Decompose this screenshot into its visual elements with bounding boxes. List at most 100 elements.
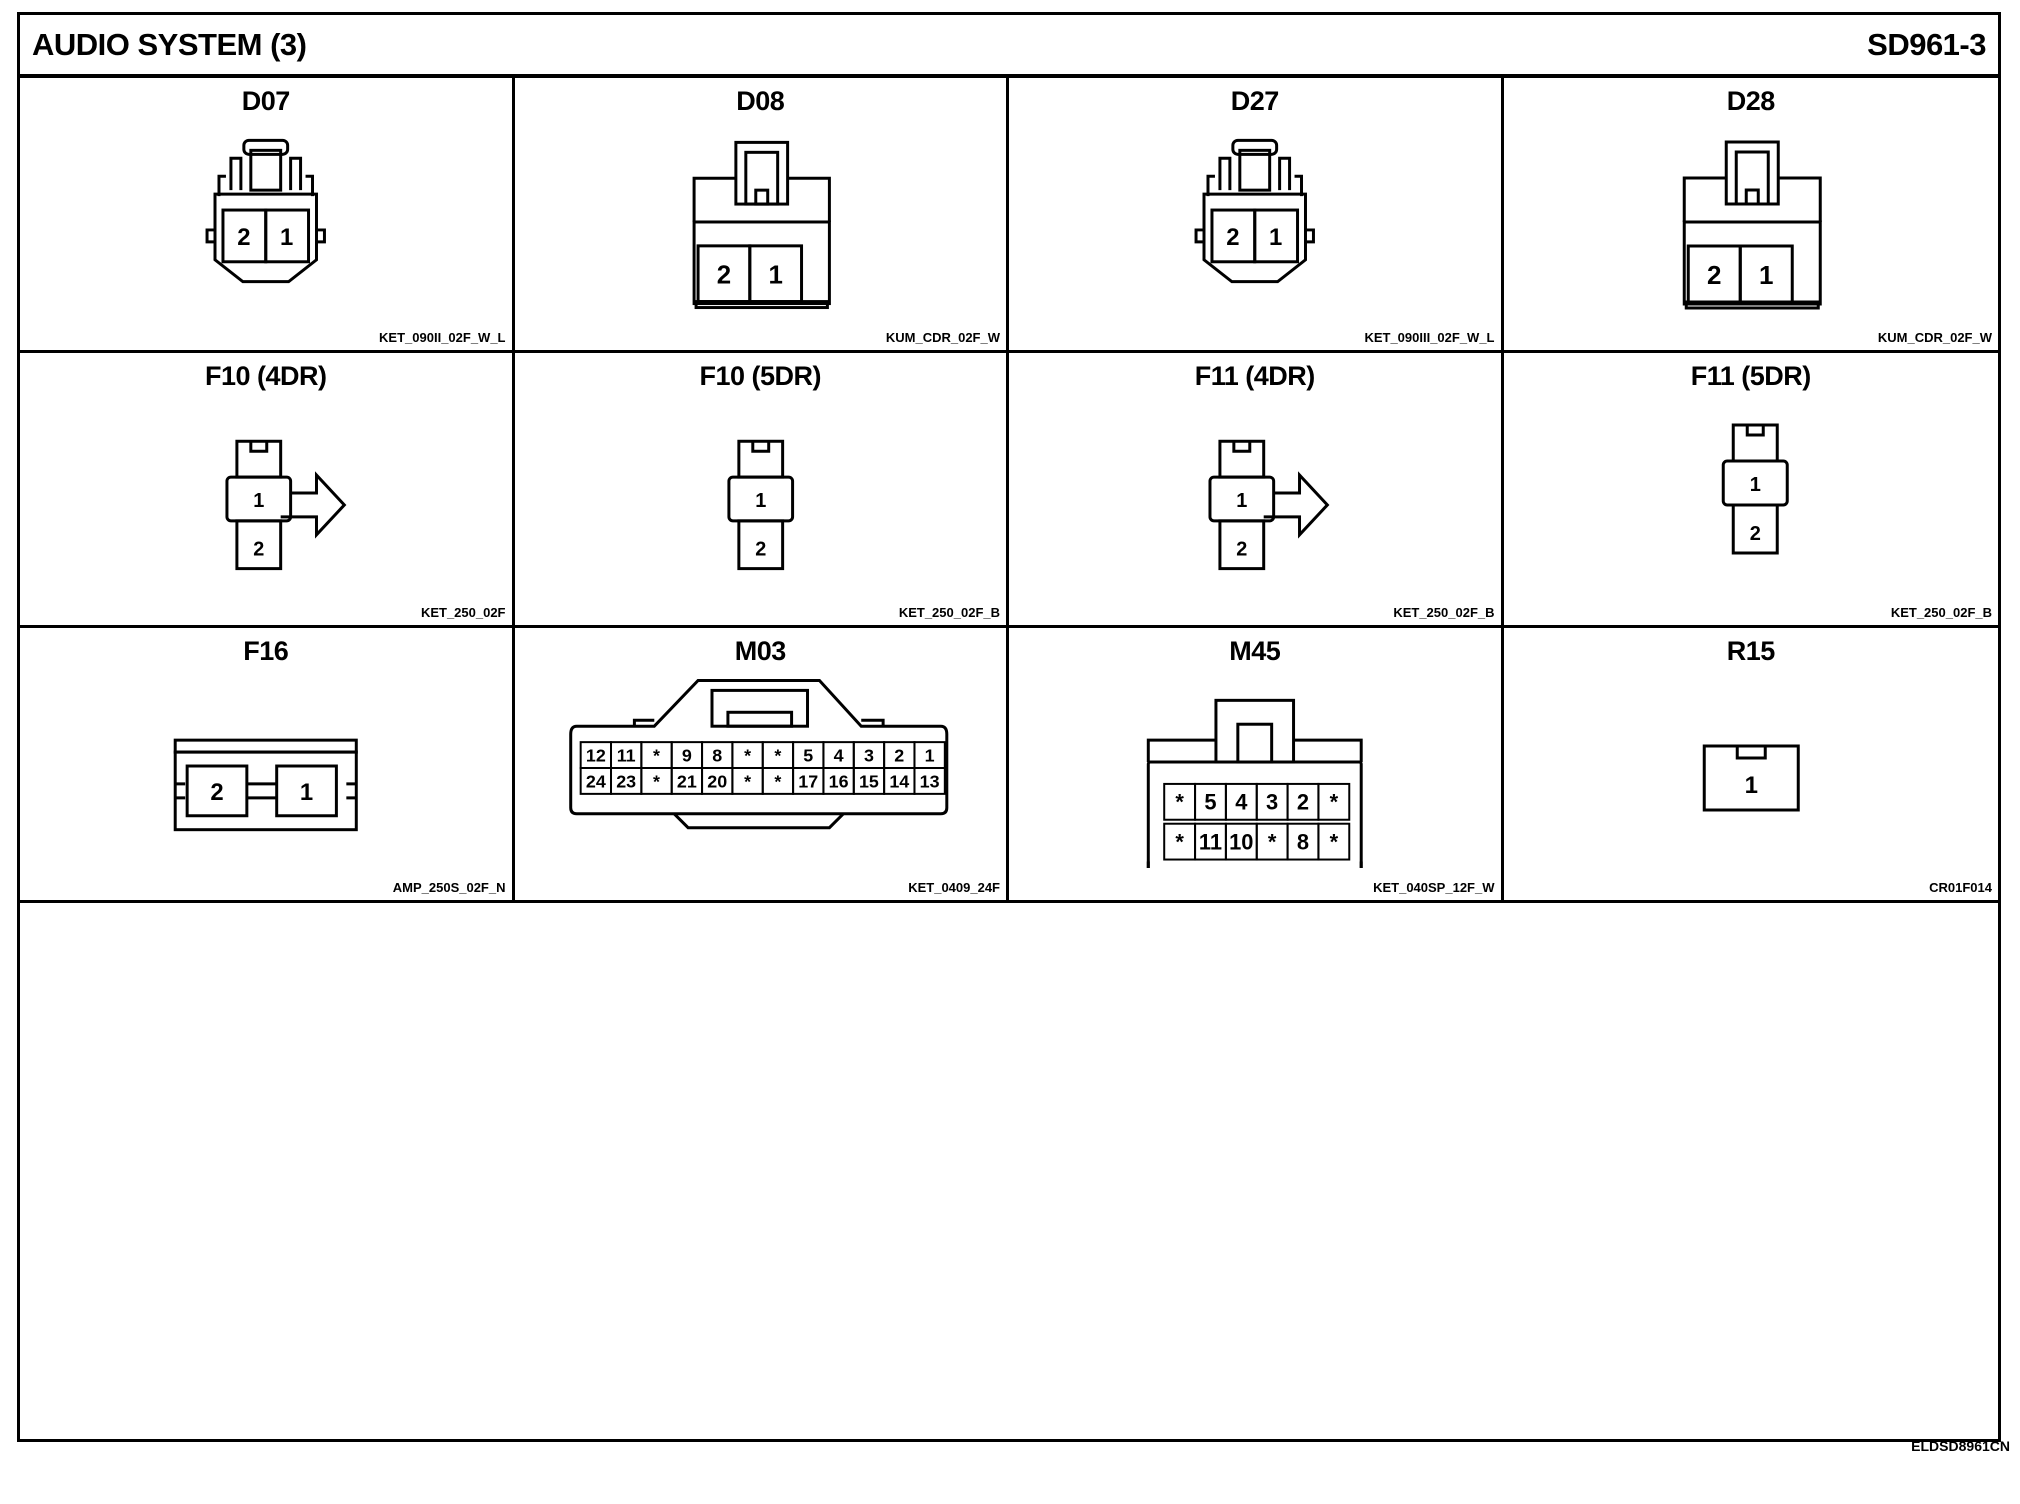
- pin-cell: [1317, 822, 1351, 861]
- pin-label: 13: [919, 771, 939, 791]
- pin-label: 2: [253, 539, 264, 561]
- connector-r15-svg: 1: [1702, 744, 1800, 812]
- connector-cell-f10-4dr: F10 (4DR) 1 2 KET_250_02F: [20, 353, 515, 628]
- connector-title: D28: [1726, 86, 1776, 116]
- connector-title: F10 (4DR): [204, 361, 327, 391]
- pin-label: 12: [585, 746, 605, 766]
- connector-cell-r15: R15 1 CR01F014: [1503, 628, 1999, 903]
- connector-part-code: KUM_CDR_02F_W: [885, 330, 1000, 345]
- pin-label: 2: [1226, 224, 1239, 251]
- connector-title: D08: [736, 86, 785, 116]
- connector-drawing-d27: 2 1: [1009, 118, 1501, 318]
- pin-label: 5: [803, 746, 813, 766]
- pin-label: 1: [1759, 260, 1773, 290]
- pin-label: 1: [253, 490, 264, 512]
- connector-part-code: KET_250_02F_B: [898, 605, 1000, 620]
- connector-part-code: CR01F014: [1929, 880, 1992, 895]
- pin-label: 1: [280, 224, 293, 251]
- connector-d27-svg: 2 1: [1194, 138, 1315, 284]
- connector-cell-d28: D28 2 1: [1503, 78, 1999, 353]
- connector-part-code: KET_0409_24F: [908, 880, 1000, 895]
- pin-label: 1: [1236, 490, 1247, 512]
- connector-drawing-d08: 2 1: [515, 118, 1007, 318]
- connector-f16-svg: 2 1: [173, 738, 358, 832]
- pin-label: *: [1175, 830, 1184, 855]
- connector-title: M03: [734, 636, 787, 666]
- pin-label: 4: [1235, 790, 1248, 815]
- pin-label: 2: [1749, 523, 1760, 545]
- connector-part-code: KET_250_02F_B: [1890, 605, 1992, 620]
- pin-label: 2: [210, 779, 223, 806]
- pin-label: 3: [1266, 790, 1278, 815]
- pin-label: 8: [1297, 830, 1309, 855]
- pin-label: 2: [755, 539, 766, 561]
- pin-label: 1: [924, 746, 934, 766]
- pin-label: *: [653, 746, 660, 766]
- connector-cell-f11-4dr: F11 (4DR) 1 2 KET_250_02F_B: [1009, 353, 1504, 628]
- connector-title: F16: [243, 636, 289, 666]
- connector-title: D07: [241, 86, 291, 116]
- connector-f10-5dr-svg: 1 2: [726, 439, 794, 571]
- connector-title: F10 (5DR): [699, 361, 822, 391]
- pin-label: 4: [833, 746, 843, 766]
- connector-part-code: KET_090II_02F_W_L: [379, 330, 506, 345]
- connector-f11-4dr-svg: 1 2: [1208, 439, 1330, 571]
- connector-f10-4dr-svg: 1 2: [225, 439, 347, 571]
- pin-label: *: [744, 771, 751, 791]
- pin-label: 16: [828, 771, 848, 791]
- pin-label: 2: [716, 262, 730, 290]
- connector-drawing-d07: 2 1: [20, 118, 512, 318]
- connector-part-code: AMP_250S_02F_N: [392, 880, 506, 895]
- pin-label: *: [744, 746, 751, 766]
- pin-label: 20: [707, 771, 727, 791]
- connector-drawing-r15: 1: [1504, 668, 1999, 868]
- title-bar: AUDIO SYSTEM (3) SD961-3: [20, 15, 1998, 78]
- pin-label: 1: [755, 490, 766, 512]
- pin-label: 1: [768, 262, 782, 290]
- pin-label: 11: [616, 746, 635, 766]
- pin-label: *: [1330, 790, 1339, 815]
- pin-label: 3: [863, 746, 873, 766]
- pin-label: 24: [585, 771, 605, 791]
- pin-label: 14: [889, 771, 909, 791]
- connector-title: F11 (4DR): [1194, 361, 1316, 391]
- pin-label: *: [774, 746, 781, 766]
- page-title: AUDIO SYSTEM (3): [32, 27, 307, 62]
- connector-part-code: KET_090III_02F_W_L: [1364, 330, 1495, 345]
- connector-d07-svg: 2 1: [205, 138, 326, 284]
- connector-cell-d07: D07 2: [20, 78, 515, 353]
- pin-label: 17: [798, 771, 818, 791]
- connector-part-code: KET_250_02F_B: [1393, 605, 1495, 620]
- pin-label: 9: [681, 746, 691, 766]
- pin-cell: [1317, 782, 1351, 821]
- diagram-frame: AUDIO SYSTEM (3) SD961-3 D07: [17, 12, 2001, 1442]
- pin-label: 1: [1744, 772, 1757, 799]
- drawing-id: ELDSD8961CN: [1911, 1438, 2010, 1454]
- connector-grid: D07 2: [20, 78, 1998, 903]
- connector-d08-svg: 2 1: [692, 140, 831, 310]
- pin-label: 1: [300, 779, 313, 806]
- pin-label: *: [1268, 830, 1277, 855]
- pin-label: 2: [1236, 539, 1247, 561]
- connector-title: R15: [1726, 636, 1776, 666]
- connector-d28-svg: 2 1: [1682, 140, 1822, 310]
- connector-drawing-d28: 2 1: [1504, 118, 1999, 318]
- connector-cell-f11-5dr: F11 (5DR) 1 2 KET_250_02F_B: [1503, 353, 1999, 628]
- pin-label: 23: [616, 771, 636, 791]
- connector-title: D27: [1230, 86, 1280, 116]
- pin-label: 1: [1269, 224, 1282, 251]
- pin-label: 5: [1204, 790, 1216, 815]
- connector-drawing-f11-4dr: 1 2: [1009, 393, 1501, 593]
- connector-cell-d27: D27 2: [1009, 78, 1504, 353]
- pin-label: 2: [237, 224, 250, 251]
- connector-part-code: KUM_CDR_02F_W: [1877, 330, 1992, 345]
- pin-label: 11: [1199, 830, 1222, 855]
- pin-label: *: [1175, 790, 1184, 815]
- connector-drawing-f11-5dr: 1 2: [1504, 393, 1999, 593]
